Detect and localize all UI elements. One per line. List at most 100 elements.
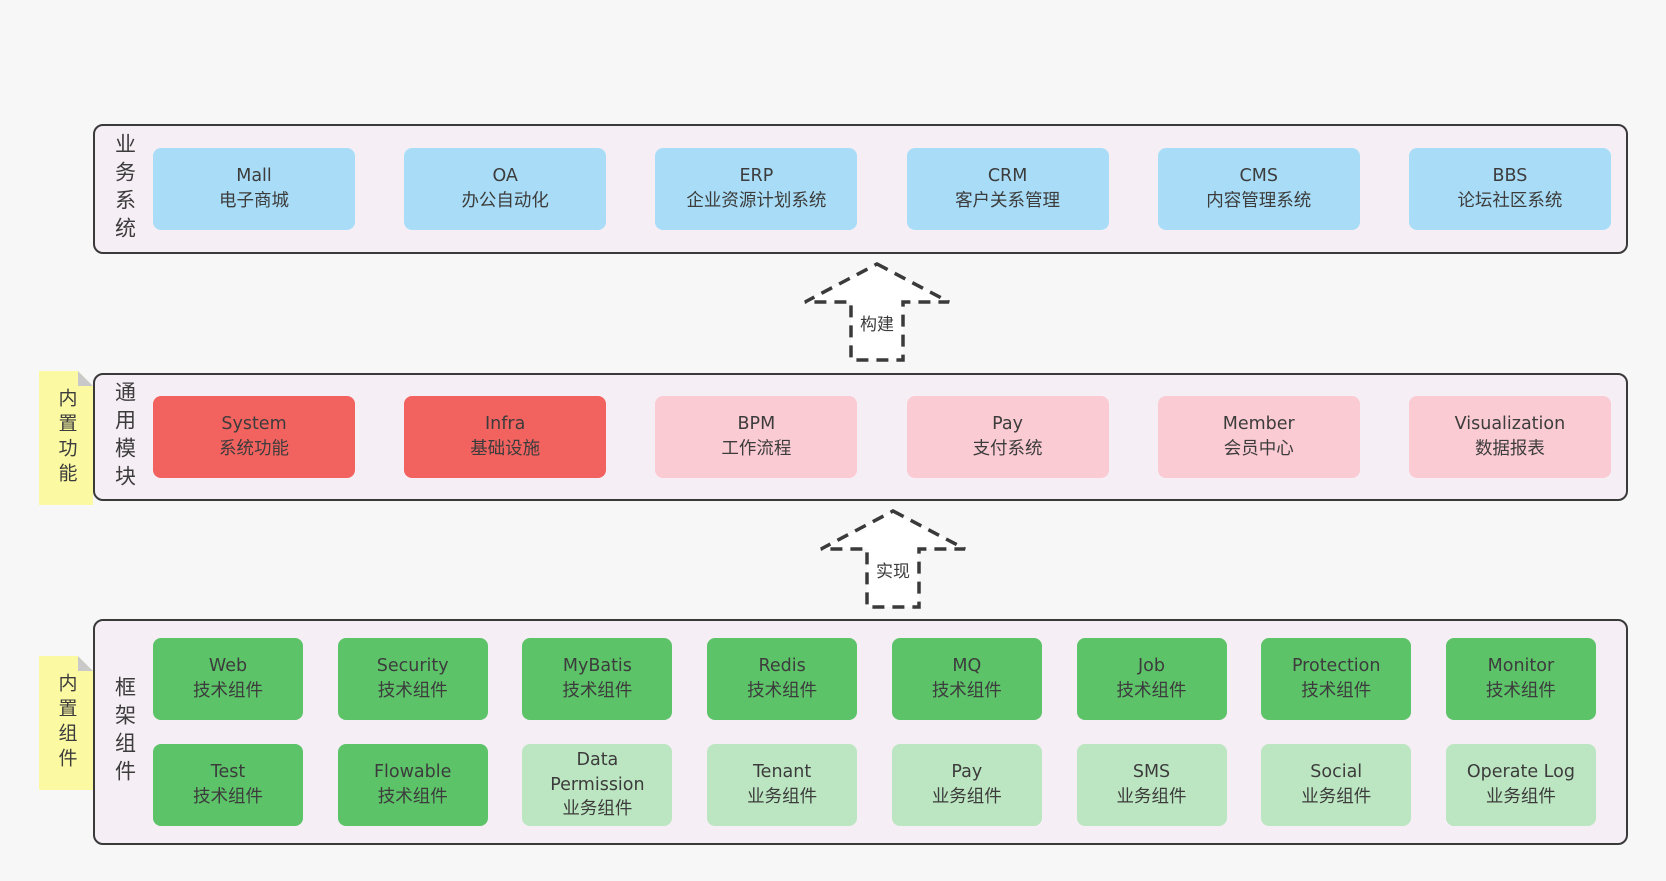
box-pay-biz: Pay 业务组件 (891, 744, 1042, 826)
box-mall: Mall 电子商城 (153, 148, 355, 230)
box-title: Tenant (752, 762, 812, 783)
box-subtitle: 业务组件 (1485, 787, 1556, 807)
box-subtitle: 技术组件 (747, 681, 818, 701)
builtin-components-label: 内置组件 (55, 673, 78, 773)
box-title: Member (1222, 414, 1295, 435)
framework-components-panel: 框架组件 Web 技术组件 Security 技术组件 MyBatis 技术组件… (93, 619, 1628, 845)
box-title: Mall (236, 166, 272, 187)
box-subtitle: 业务组件 (1116, 787, 1187, 807)
box-oa: OA 办公自动化 (404, 148, 607, 230)
box-subtitle: 论坛社区系统 (1457, 191, 1563, 211)
box-title: Web (208, 656, 248, 677)
box-subtitle: 数据报表 (1474, 439, 1545, 459)
build-arrow-label: 构建 (857, 310, 897, 335)
box-title: BBS (1492, 166, 1528, 187)
builtin-features-sticky: 内置功能 (39, 371, 93, 505)
box-bpm: BPM 工作流程 (655, 396, 858, 478)
box-monitor: Monitor 技术组件 (1445, 638, 1596, 720)
box-title: Visualization (1454, 414, 1566, 435)
box-subtitle: 技术组件 (1301, 681, 1372, 701)
box-crm: CRM 客户关系管理 (906, 148, 1109, 230)
box-mybatis: MyBatis 技术组件 (522, 638, 673, 720)
sticky-fold-corner (78, 656, 93, 671)
box-subtitle: 技术组件 (193, 681, 263, 701)
biz-components-row: Test 技术组件 Flowable 技术组件 Data Permission … (153, 744, 1596, 826)
box-subtitle: 内容管理系统 (1206, 191, 1312, 211)
box-title: Protection (1291, 656, 1381, 677)
implement-arrow-label: 实现 (873, 557, 913, 582)
box-subtitle: 技术组件 (377, 681, 448, 701)
box-title: Flowable (373, 762, 452, 783)
box-subtitle: 工作流程 (721, 439, 792, 459)
implement-arrow: 实现 (813, 507, 973, 611)
box-subtitle: 技术组件 (193, 787, 263, 807)
box-title: Operate Log (1466, 762, 1575, 783)
box-title: OA (492, 166, 518, 187)
box-title: ERP (739, 166, 774, 187)
box-subtitle: 业务组件 (1301, 787, 1372, 807)
box-title: Data Permission (550, 749, 645, 795)
box-social: Social 业务组件 (1261, 744, 1412, 826)
box-security: Security 技术组件 (337, 638, 488, 720)
box-title: Pay (992, 414, 1023, 435)
business-systems-boxes: Mall 电子商城 OA 办公自动化 ERP 企业资源计划系统 CRM 客户关系… (153, 126, 1626, 252)
box-subtitle: 业务组件 (747, 787, 818, 807)
box-title: Redis (758, 656, 806, 677)
box-subtitle: 客户关系管理 (955, 191, 1061, 211)
panel-side-label: 业务系统 (95, 126, 153, 252)
box-title: Security (376, 656, 449, 677)
box-flowable: Flowable 技术组件 (337, 744, 488, 826)
box-subtitle: 技术组件 (931, 681, 1002, 701)
box-subtitle: 技术组件 (377, 787, 448, 807)
box-test: Test 技术组件 (153, 744, 303, 826)
common-modules-label: 通用模块 (112, 381, 137, 493)
box-title: CMS (1239, 166, 1278, 187)
business-systems-panel: 业务系统 Mall 电子商城 OA 办公自动化 ERP 企业资源计划系统 CRM… (93, 124, 1628, 254)
box-subtitle: 办公自动化 (461, 191, 549, 211)
box-title: Social (1310, 762, 1363, 783)
box-subtitle: 会员中心 (1223, 439, 1294, 459)
box-cms: CMS 内容管理系统 (1157, 148, 1360, 230)
sticky-fold-corner (78, 371, 93, 386)
box-infra: Infra 基础设施 (404, 396, 607, 478)
box-subtitle: 业务组件 (931, 787, 1002, 807)
common-modules-boxes: System 系统功能 Infra 基础设施 BPM 工作流程 Pay 支付系统… (153, 375, 1626, 499)
box-redis: Redis 技术组件 (707, 638, 858, 720)
box-protection: Protection 技术组件 (1261, 638, 1412, 720)
box-bbs: BBS 论坛社区系统 (1408, 148, 1611, 230)
framework-components-grid: Web 技术组件 Security 技术组件 MyBatis 技术组件 Redi… (153, 621, 1626, 843)
framework-components-label: 框架组件 (112, 676, 137, 788)
common-modules-panel: 通用模块 System 系统功能 Infra 基础设施 BPM 工作流程 Pay… (93, 373, 1628, 501)
business-systems-label: 业务系统 (112, 133, 137, 245)
box-title: MQ (952, 656, 982, 677)
box-title: Pay (951, 762, 983, 783)
box-system: System 系统功能 (153, 396, 355, 478)
box-title: System (221, 414, 287, 435)
box-subtitle: 企业资源计划系统 (686, 191, 827, 211)
box-title: Monitor (1487, 656, 1555, 677)
box-sms: SMS 业务组件 (1076, 744, 1227, 826)
box-tenant: Tenant 业务组件 (707, 744, 858, 826)
build-arrow: 构建 (797, 260, 957, 364)
box-subtitle: 技术组件 (1116, 681, 1187, 701)
box-subtitle: 技术组件 (562, 681, 633, 701)
box-title: MyBatis (562, 656, 632, 677)
tech-components-row: Web 技术组件 Security 技术组件 MyBatis 技术组件 Redi… (153, 638, 1596, 720)
box-subtitle: 基础设施 (470, 439, 541, 459)
box-title: Infra (485, 414, 526, 435)
builtin-components-sticky: 内置组件 (39, 656, 93, 790)
box-operate-log: Operate Log 业务组件 (1445, 744, 1596, 826)
builtin-features-label: 内置功能 (55, 388, 78, 488)
box-pay: Pay 支付系统 (906, 396, 1109, 478)
box-subtitle: 支付系统 (972, 439, 1043, 459)
box-data-permission: Data Permission 业务组件 (522, 744, 673, 826)
box-job: Job 技术组件 (1076, 638, 1227, 720)
box-title: CRM (987, 166, 1028, 187)
box-member: Member 会员中心 (1157, 396, 1360, 478)
box-visualization: Visualization 数据报表 (1408, 396, 1611, 478)
box-subtitle: 电子商城 (219, 191, 289, 211)
box-subtitle: 系统功能 (219, 439, 289, 459)
box-title: BPM (737, 414, 776, 435)
panel-side-label: 通用模块 (95, 375, 153, 499)
